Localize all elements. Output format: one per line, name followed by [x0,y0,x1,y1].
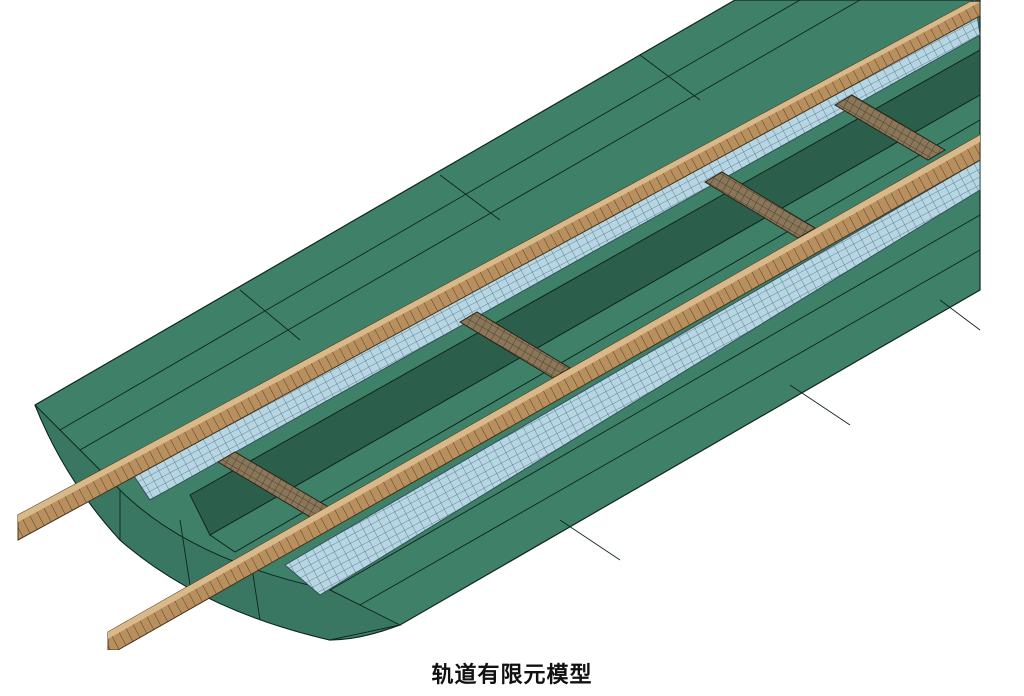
cross-ties [217,94,946,519]
fastener-block-right [284,159,981,596]
cross-tie [704,171,816,239]
figure-caption: 轨道有限元模型 [431,663,593,688]
channel-floor [209,94,981,553]
mesh-lines [59,0,981,621]
cross-tie [459,311,571,379]
rail-left-top [18,2,980,522]
cross-tie [834,94,946,161]
rail-right-top [108,135,980,639]
track-finite-element-model [17,0,981,650]
